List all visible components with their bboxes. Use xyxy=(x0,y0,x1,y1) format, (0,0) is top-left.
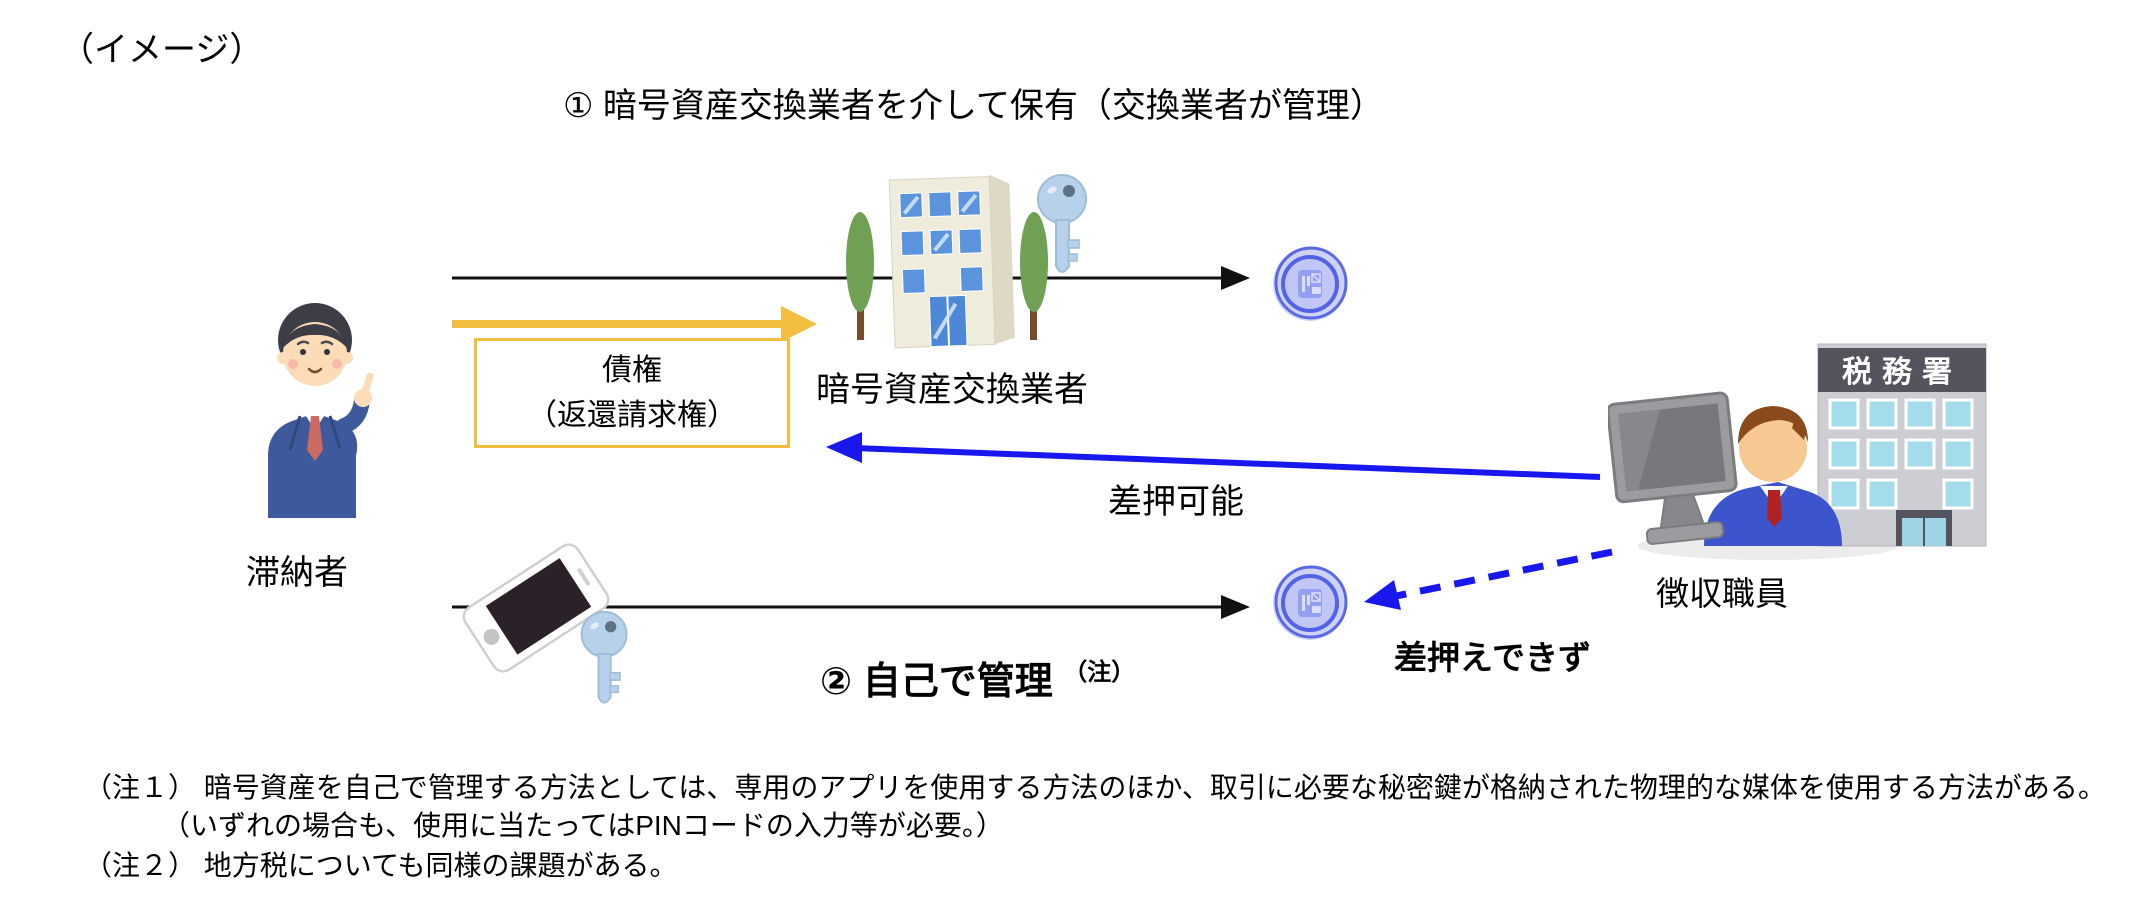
taxpayer-label: 滞納者 xyxy=(246,554,348,592)
section2-title: ② 自己で管理 （注） xyxy=(820,650,1135,705)
section1-title: ① 暗号資産交換業者を介して保有（交換業者が管理） xyxy=(563,87,1384,125)
taxpayer-head xyxy=(277,303,353,386)
footnote-2: （注２） 地方税についても同様の課題がある。 xyxy=(84,850,678,881)
no-seizure-dashed-arrow xyxy=(1364,548,1613,610)
crypto-coin-icon xyxy=(1273,246,1348,321)
no-seizure-label: 差押えできず xyxy=(1394,639,1592,676)
exchange-building-body xyxy=(888,174,1015,349)
taxpayer-person-icon xyxy=(268,303,374,518)
section2-title-text: ② 自己で管理 xyxy=(820,661,1053,703)
collector-person-icon xyxy=(1704,406,1842,546)
footnote-1-line-2: （いずれの場合も、使用に当たってはPINコードの入力等が必要。） xyxy=(162,810,1004,841)
section2-note-ref: （注） xyxy=(1063,659,1136,686)
tax-office-sign: 税務署 xyxy=(1842,355,1962,389)
tree-right-icon xyxy=(1020,212,1048,340)
image-annotation: （イメージ） xyxy=(60,31,264,69)
smartphone-icon xyxy=(462,543,610,673)
computer-monitor-icon xyxy=(1608,391,1738,545)
key-icon xyxy=(580,610,628,704)
taxpayer-body xyxy=(268,372,374,518)
office-building-icon xyxy=(846,174,1048,349)
seizure-label: 差押可能 xyxy=(1108,483,1244,521)
collector-illustration: 税務署 xyxy=(1608,343,1987,560)
tax-office-building-icon: 税務署 xyxy=(1817,343,1987,547)
exchange-label: 暗号資産交換業者 xyxy=(816,371,1088,409)
footnote-1-line-1: （注１） 暗号資産を自己で管理する方法としては、専用のアプリを使用する方法のほか… xyxy=(84,772,2106,803)
claim-arrow xyxy=(452,306,817,342)
crypto-coin-icon xyxy=(1273,565,1348,640)
collector-label: 徴収職員 xyxy=(1656,575,1788,612)
claim-box: 債権 （返還請求権） xyxy=(474,338,790,448)
key-icon xyxy=(1037,174,1087,273)
claim-box-line2: （返還請求権） xyxy=(527,399,737,432)
tree-left-icon xyxy=(846,212,874,340)
transfer-arrow-top xyxy=(452,266,1250,290)
claim-box-line1: 債権 xyxy=(602,354,662,387)
seizure-arrow xyxy=(826,432,1601,480)
